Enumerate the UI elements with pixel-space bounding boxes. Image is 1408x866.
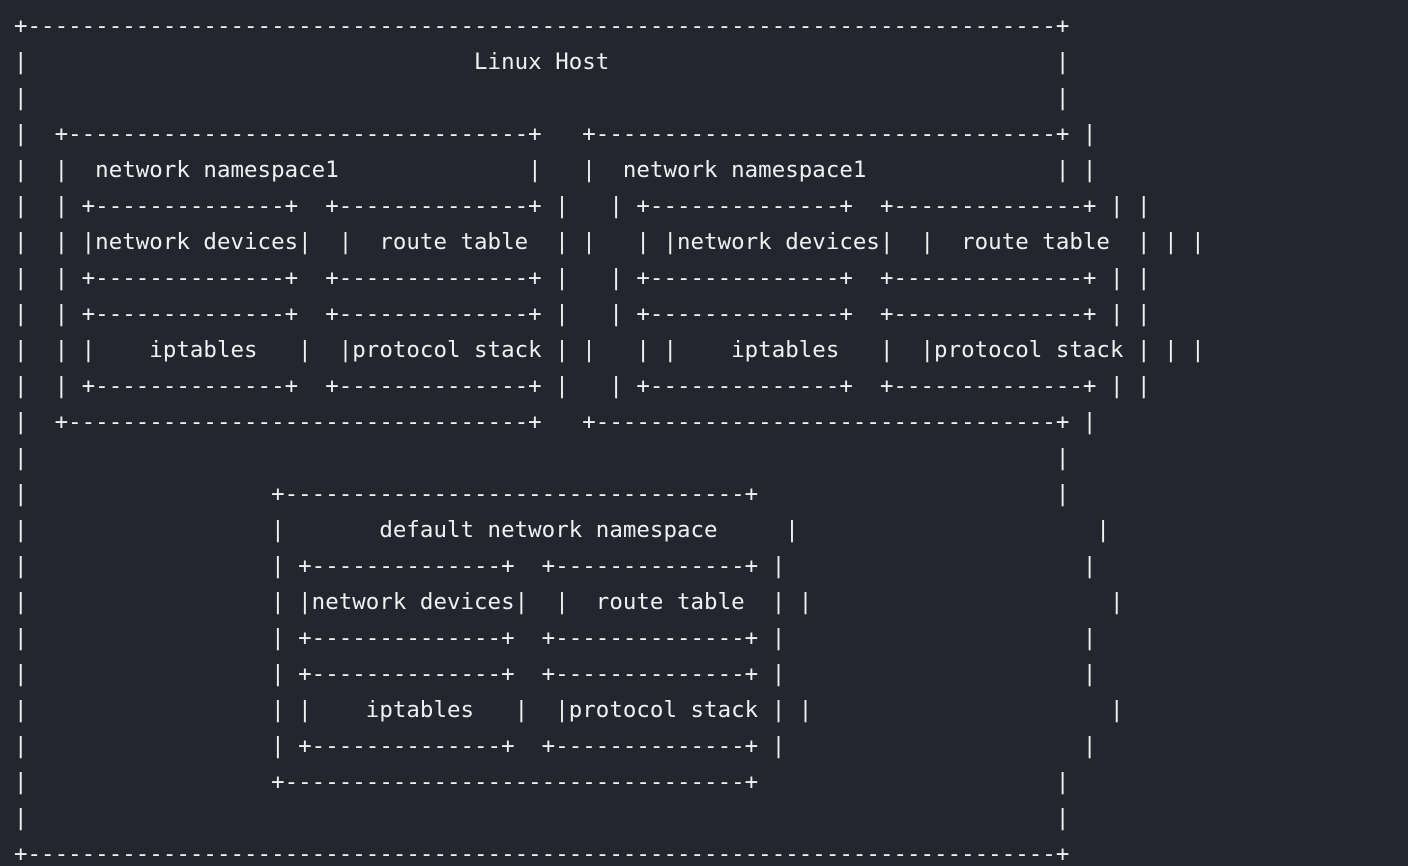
diagram-line: +---------------------------------------… [14, 13, 1070, 39]
diagram-line: | | |network devices| | route table | | … [14, 229, 1205, 255]
ascii-diagram: +---------------------------------------… [14, 8, 1205, 866]
diagram-line: | +----------------------------------+ | [14, 481, 1070, 507]
diagram-line: +---------------------------------------… [14, 841, 1070, 866]
diagram-line: | Linux Host | [14, 49, 1070, 75]
diagram-line: | | | iptables | |protocol stack | | | |… [14, 337, 1205, 363]
diagram-line: | | [14, 85, 1070, 111]
diagram-line: | | +--------------+ +--------------+ | … [14, 733, 1097, 759]
diagram-line: | +----------------------------------+ +… [14, 409, 1097, 435]
diagram-line: | | +--------------+ +--------------+ | … [14, 625, 1097, 651]
diagram-line: | | +--------------+ +--------------+ | … [14, 373, 1151, 399]
diagram-line: | +----------------------------------+ +… [14, 121, 1097, 147]
diagram-line: | | +--------------+ +--------------+ | … [14, 661, 1097, 687]
diagram-line: | | +--------------+ +--------------+ | … [14, 265, 1151, 291]
diagram-line: | | |network devices| | route table | | … [14, 589, 1124, 615]
diagram-line: | | +--------------+ +--------------+ | … [14, 301, 1151, 327]
diagram-line: | | [14, 805, 1070, 831]
diagram-line: | +----------------------------------+ | [14, 769, 1070, 795]
diagram-line: | | default network namespace | | [14, 517, 1110, 543]
diagram-line: | | +--------------+ +--------------+ | … [14, 193, 1151, 219]
diagram-line: | | | iptables | |protocol stack | | | [14, 697, 1124, 723]
diagram-line: | | +--------------+ +--------------+ | … [14, 553, 1097, 579]
diagram-line: | | [14, 445, 1070, 471]
diagram-line: | | network namespace1 | | network names… [14, 157, 1097, 183]
